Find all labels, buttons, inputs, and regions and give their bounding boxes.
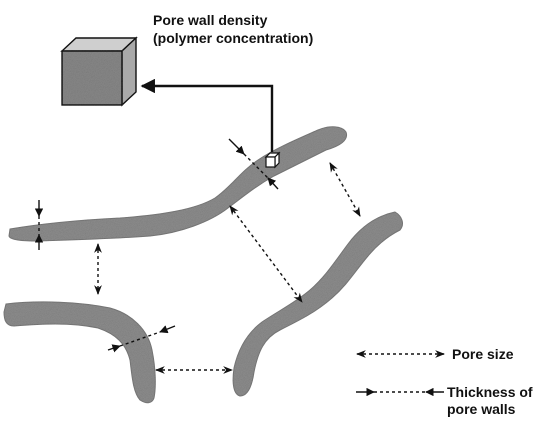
thickness-arrow-lower-b	[159, 325, 176, 334]
pore-size-arrow-center	[229, 205, 303, 303]
density-cube-small	[264, 151, 281, 169]
thickness-markers	[34, 138, 279, 353]
thickness-arrow-upper-b	[267, 177, 279, 190]
pore-wall-lower-left	[3, 301, 156, 404]
density-label-line1: Pore wall density	[153, 12, 268, 28]
pore-size-arrow-right	[329, 162, 361, 217]
thickness-label-line2: pore walls	[447, 401, 516, 417]
thickness-label-line1: Thickness of	[447, 384, 533, 400]
thickness-arrow-upper-a	[228, 138, 245, 155]
legend	[356, 350, 445, 397]
pore-wall-right	[232, 211, 403, 397]
pore-size-arrows	[94, 162, 361, 374]
thickness-arrow-lower-a	[107, 344, 121, 353]
density-label-line2: (polymer concentration)	[153, 30, 314, 46]
zoom-arrow	[140, 78, 274, 152]
pore-wall-upper	[8, 126, 348, 242]
density-cube-large	[60, 36, 138, 107]
pore-size-label: Pore size	[452, 346, 514, 362]
pore-walls	[3, 126, 403, 404]
